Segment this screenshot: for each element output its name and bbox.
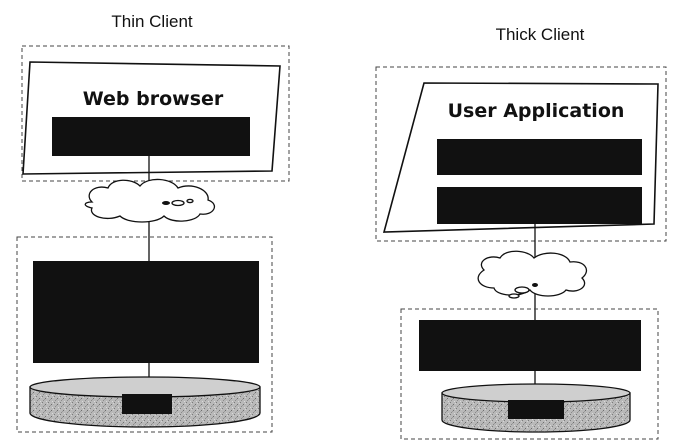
thick-server-block — [419, 320, 641, 371]
web-browser-block — [52, 117, 250, 156]
network-cloud-icon — [477, 250, 587, 299]
thick-client-title: Thick Client — [496, 25, 585, 44]
user-application-block-top — [437, 139, 642, 175]
thin-client-title: Thin Client — [111, 12, 193, 31]
thin-server-tier-border — [16, 236, 273, 433]
user-application-label: User Application — [448, 100, 625, 122]
network-cloud-icon — [84, 178, 216, 223]
thick-client-group: Thick Client User Application — [375, 25, 667, 440]
thick-server-tier-border — [400, 308, 659, 440]
thin-server-block — [33, 261, 259, 363]
thin-client-group: Thin Client Web browser — [16, 12, 290, 433]
thick-client-tier-border — [375, 66, 667, 242]
thin-database-icon — [29, 376, 261, 428]
thick-database-icon — [441, 383, 631, 433]
web-browser-label: Web browser — [83, 88, 224, 110]
user-application-block-bottom — [437, 187, 642, 224]
